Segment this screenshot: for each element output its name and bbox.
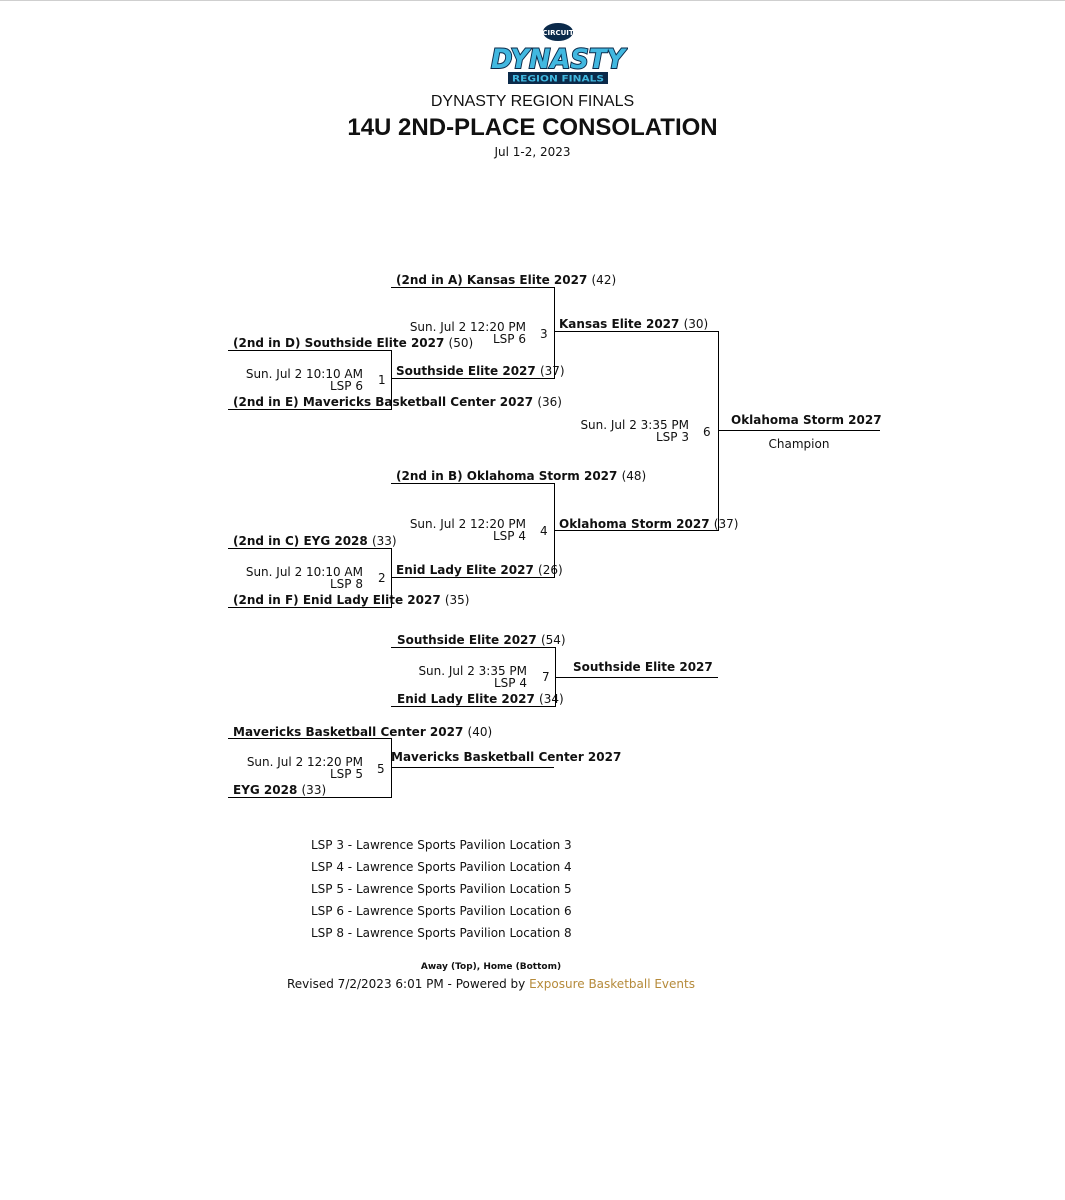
game5-bottom-line: [228, 797, 391, 798]
game5-top-line: [228, 738, 391, 739]
game3-connector: [554, 287, 555, 379]
top-divider: [0, 0, 1065, 1]
champion-team[interactable]: Oklahoma Storm 2027: [731, 413, 882, 427]
logo-sub: REGION FINALS: [512, 75, 604, 85]
game4-number: 4: [540, 524, 548, 538]
game3-number: 3: [540, 327, 548, 341]
logo-word: DYNASTY: [491, 44, 627, 75]
game4-top-line: [391, 483, 554, 484]
game3-bottom-team[interactable]: Southside Elite 2027 (37): [396, 364, 565, 378]
game3-top-line: [391, 287, 554, 288]
event-dates: Jul 1-2, 2023: [494, 145, 571, 159]
game2-connector: [391, 548, 392, 608]
game3-top-team[interactable]: (2nd in A) Kansas Elite 2027 (42): [396, 273, 617, 287]
game6-bottom-line: [554, 530, 718, 531]
champion-label: Champion: [768, 437, 830, 451]
exposure-link[interactable]: Exposure Basketball Events: [529, 977, 695, 991]
game4-top-team[interactable]: (2nd in B) Oklahoma Storm 2027 (48): [396, 469, 647, 483]
home-away-note: Away (Top), Home (Bottom): [420, 962, 562, 972]
dynasty-logo: CIRCUIT DYNASTY REGION FINALS: [490, 23, 628, 85]
game7-winner[interactable]: Southside Elite 2027: [573, 660, 713, 674]
game7-top-line: [391, 647, 555, 648]
game1-bottom-team[interactable]: (2nd in E) Mavericks Basketball Center 2…: [233, 395, 562, 409]
game2-bottom-team[interactable]: (2nd in F) Enid Lady Elite 2027 (35): [233, 593, 470, 607]
game1-top-line: [228, 350, 391, 351]
champion-line: [718, 430, 880, 431]
game1-number: 1: [378, 373, 386, 387]
game4-bottom-line: [391, 577, 554, 578]
game6-top-line: [554, 331, 718, 332]
game2-number: 2: [378, 571, 386, 585]
game1-top-team[interactable]: (2nd in D) Southside Elite 2027 (50): [233, 336, 474, 350]
game7-bottom-team[interactable]: Enid Lady Elite 2027 (34): [397, 692, 564, 706]
game5-bottom-team[interactable]: EYG 2028 (33): [233, 783, 327, 797]
legend-item: LSP 4 - Lawrence Sports Pavilion Locatio…: [311, 860, 572, 874]
game6-top-team[interactable]: Kansas Elite 2027 (30): [559, 317, 709, 331]
game2-top-team[interactable]: (2nd in C) EYG 2028 (33): [233, 534, 397, 548]
logo-ribbon: [508, 72, 608, 84]
game5-connector: [391, 738, 392, 798]
game2-bottom-line: [228, 607, 391, 608]
game7-bottom-line: [391, 706, 555, 707]
game6-bottom-team[interactable]: Oklahoma Storm 2027 (37): [559, 517, 739, 531]
legend-item: LSP 8 - Lawrence Sports Pavilion Locatio…: [311, 926, 572, 940]
game2-top-line: [228, 548, 391, 549]
page-title: 14U 2ND-PLACE CONSOLATION: [347, 114, 718, 141]
game7-winner-line: [555, 677, 718, 678]
game5-winner[interactable]: Mavericks Basketball Center 2027: [391, 750, 622, 764]
game1-connector: [391, 350, 392, 410]
logo-badge-shape: [543, 23, 573, 41]
game5-number: 5: [377, 762, 385, 776]
game4-bottom-team[interactable]: Enid Lady Elite 2027 (26): [396, 563, 563, 577]
game6-number: 6: [703, 425, 711, 439]
legend-item: LSP 3 - Lawrence Sports Pavilion Locatio…: [311, 838, 572, 852]
game5-winner-line: [391, 767, 554, 768]
legend-item: LSP 6 - Lawrence Sports Pavilion Locatio…: [311, 904, 572, 918]
game6-connector: [718, 331, 719, 531]
game3-bottom-line: [391, 378, 554, 379]
game7-number: 7: [542, 670, 550, 684]
logo-badge-text: CIRCUIT: [542, 29, 574, 37]
game5-top-team[interactable]: Mavericks Basketball Center 2027 (40): [233, 725, 493, 739]
revised-text: Revised 7/2/2023 6:01 PM - Powered by: [287, 977, 530, 991]
game1-bottom-line: [228, 409, 391, 410]
game7-top-team[interactable]: Southside Elite 2027 (54): [397, 633, 566, 647]
event-name: DYNASTY REGION FINALS: [430, 93, 635, 110]
location-legend: LSP 3 - Lawrence Sports Pavilion Locatio…: [311, 834, 572, 944]
legend-item: LSP 5 - Lawrence Sports Pavilion Locatio…: [311, 882, 572, 896]
revised-footer: Revised 7/2/2023 6:01 PM - Powered by Ex…: [284, 977, 698, 991]
